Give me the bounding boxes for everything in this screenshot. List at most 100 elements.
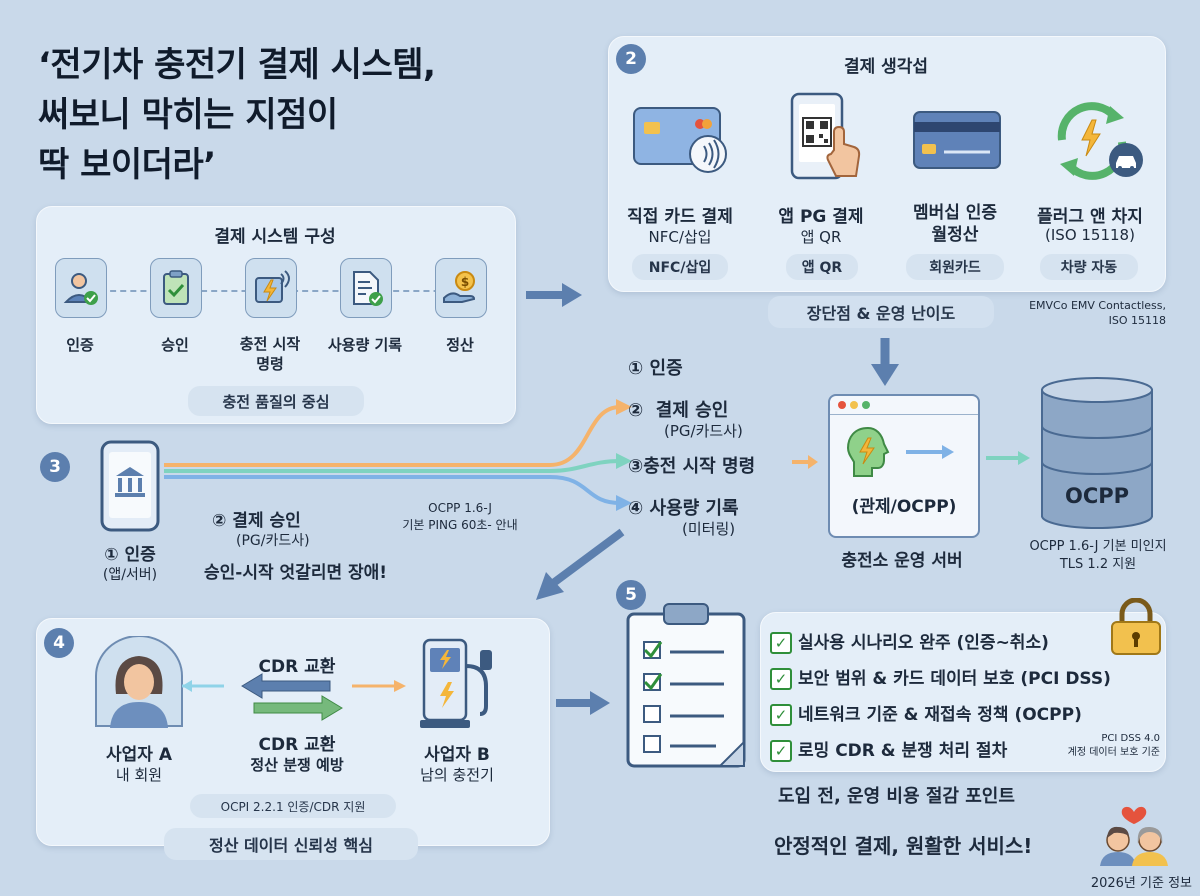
flow-step-approval: ② 결제 승인 (628, 400, 729, 421)
page-title: ‘전기차 충전기 결제 시스템, 써보니 막히는 지점이 딱 보이더라’ (38, 40, 436, 190)
cdr-exchange-arrows (182, 673, 406, 721)
option-card-sub: NFC/삽입 (648, 228, 712, 246)
step-label-auth: 인증 (66, 336, 94, 354)
option-card-tag: NFC/삽입 (632, 254, 728, 280)
flow-step-charge-start: ③충전 시작 명령 (628, 456, 756, 477)
info-date: 2026년 기준 정보 (1090, 876, 1192, 891)
step-label-charge-start: 충전 시작 명령 (239, 335, 301, 373)
cdr-exchange-bottom: CDR 교환 (258, 735, 336, 755)
section5-checklist-panel (760, 612, 1166, 772)
section4-footer: 정산 데이터 신뢰성 핵심 (164, 828, 418, 860)
approval-tile (150, 258, 202, 318)
database-label: OCPP (1064, 484, 1130, 508)
step-label-usage: 사용량 기록 (327, 336, 403, 354)
check-item-scenario: ✓ 실사용 시나리오 완주 (인증~취소) (770, 628, 1049, 654)
operator-a-sub: 내 회원 (115, 766, 163, 784)
arrow-down-to-server (871, 338, 899, 386)
cdr-exchange-top: CDR 교환 (258, 657, 336, 677)
section4-badge: 4 (44, 628, 74, 658)
option-pnc-tag: 차량 자동 (1040, 254, 1138, 280)
option-app-tag: 앱 QR (786, 254, 858, 280)
arrow-to-section5 (556, 691, 610, 715)
flow-lines (164, 399, 632, 511)
settlement-dispute-prevention: 정산 분쟁 예방 (250, 756, 344, 774)
flow-step-usage: ④ 사용량 기록 (628, 498, 739, 519)
usage-record-tile (340, 258, 392, 318)
phone-bank-icon (100, 440, 160, 532)
window-dot-red (838, 401, 846, 409)
section2-standards-note: EMVCo EMV Contactless, ISO 15118 (1029, 299, 1166, 327)
pci-dss-note: PCI DSS 4.0 계정 데이터 보호 기준 (1067, 733, 1160, 758)
approval-sub: (PG/카드사) (236, 533, 310, 549)
charger-station-icon (420, 638, 492, 728)
section2-title: 결제 생각섭 (843, 57, 929, 77)
flow-step-usage-sub: (미터링) (682, 520, 736, 538)
option-membership-tag: 회원카드 (906, 254, 1004, 280)
arrow-to-section4 (536, 528, 625, 600)
arrow-to-section2 (526, 283, 582, 307)
section5-footer-stable: 안정적인 결제, 원활한 서비스! (774, 834, 1033, 858)
flow-step-approval-sub: (PG/카드사) (664, 422, 743, 440)
check-item-roaming: ✓ 로밍 CDR & 분쟁 처리 절차 (770, 736, 1007, 762)
database-icon (1041, 377, 1153, 529)
hand-coin-icon: $ (443, 271, 476, 303)
user-check-icon (63, 273, 98, 305)
window-dot-green (862, 401, 870, 409)
section1-footer: 충전 품질의 중심 (188, 386, 364, 416)
server-label: (관제/OCPP) (851, 497, 957, 517)
option-card-title: 직접 카드 결제 (627, 207, 733, 227)
contactless-card-icon (633, 107, 727, 173)
ocpp-ping-note: OCPP 1.6-J 기본 PING 60초- 안내 (402, 501, 518, 532)
section5-footer-cost: 도입 전, 운영 비용 절감 포인트 (778, 786, 1015, 807)
settlement-tile: $ (435, 258, 487, 318)
window-dot-yellow (850, 401, 858, 409)
check-item-network: ✓네트워크 기준 & 재접속 정책 (OCPP) (770, 700, 1082, 726)
operation-server-window: (관제/OCPP) (828, 394, 980, 538)
arrow-to-database (986, 451, 1030, 465)
operator-b-sub: 남의 충전기 (420, 766, 494, 784)
approval-mismatch-warning: 승인-시작 엇갈리면 장애! (204, 563, 388, 583)
page-title-line2: 써보니 막히는 지점이 (38, 95, 338, 135)
flow-step-auth: ① 인증 (628, 358, 683, 379)
option-pnc-title: 플러그 앤 차지 (1037, 207, 1143, 227)
section2-badge: 2 (616, 44, 646, 74)
section5-badge: 5 (616, 580, 646, 610)
charge-start-tile (245, 258, 297, 318)
checkbox-checked-icon: ✓ (770, 668, 792, 690)
brain-lightning-icon (846, 426, 890, 477)
phone-auth-label: ① 인증 (104, 545, 156, 565)
checkbox-checked-icon: ✓ (770, 740, 792, 762)
phone-auth-sub: (앱/서버) (102, 567, 158, 583)
server-forward-arrow (906, 445, 954, 459)
padlock-icon (1111, 598, 1161, 655)
approval-label: ② 결제 승인 (212, 511, 301, 531)
server-caption: 충전소 운영 서버 (841, 551, 963, 571)
check-item-security: ✓보안 범위 & 카드 데이터 보호 (PCI DSS) (770, 664, 1111, 690)
ocpi-tag: OCPI 2.2.1 인증/CDR 지원 (190, 794, 396, 818)
section2-footer: 장단점 & 운영 난이도 (768, 296, 994, 328)
document-check-icon (353, 271, 383, 306)
plug-and-charge-icon (1057, 102, 1143, 180)
page-title-line1: ‘전기차 충전기 결제 시스템, (38, 45, 436, 85)
arrow-to-server (792, 455, 818, 469)
option-membership-title: 멤버십 인증 월정산 (912, 203, 998, 245)
option-pnc-sub: (ISO 15118) (1045, 226, 1135, 244)
check-item-roaming-text: 로밍 CDR & 분쟁 처리 절차 (798, 741, 1008, 761)
checkbox-checked-icon: ✓ (770, 704, 792, 726)
svg-text:$: $ (461, 275, 469, 289)
phone-qr-icon (790, 92, 861, 180)
database-note: OCPP 1.6-J 기본 미인지 TLS 1.2 지원 (1029, 539, 1167, 572)
checkbox-checked-icon: ✓ (770, 632, 792, 654)
person-avatar-icon (95, 636, 183, 728)
operator-a-title: 사업자 A (106, 745, 172, 765)
membership-card-icon (913, 111, 1001, 169)
step-label-settlement: 정산 (446, 336, 474, 354)
page-title-line3: 딱 보이더라’ (38, 145, 216, 185)
auth-tile (55, 258, 107, 318)
section3-badge: 3 (40, 452, 70, 482)
operator-b-title: 사업자 B (424, 745, 490, 765)
checklist-clipboard-icon (626, 603, 746, 768)
lightning-signal-icon (255, 270, 290, 303)
step-label-approval: 승인 (161, 336, 189, 354)
check-item-scenario-text: 실사용 시나리오 완주 (인증~취소) (798, 633, 1049, 653)
